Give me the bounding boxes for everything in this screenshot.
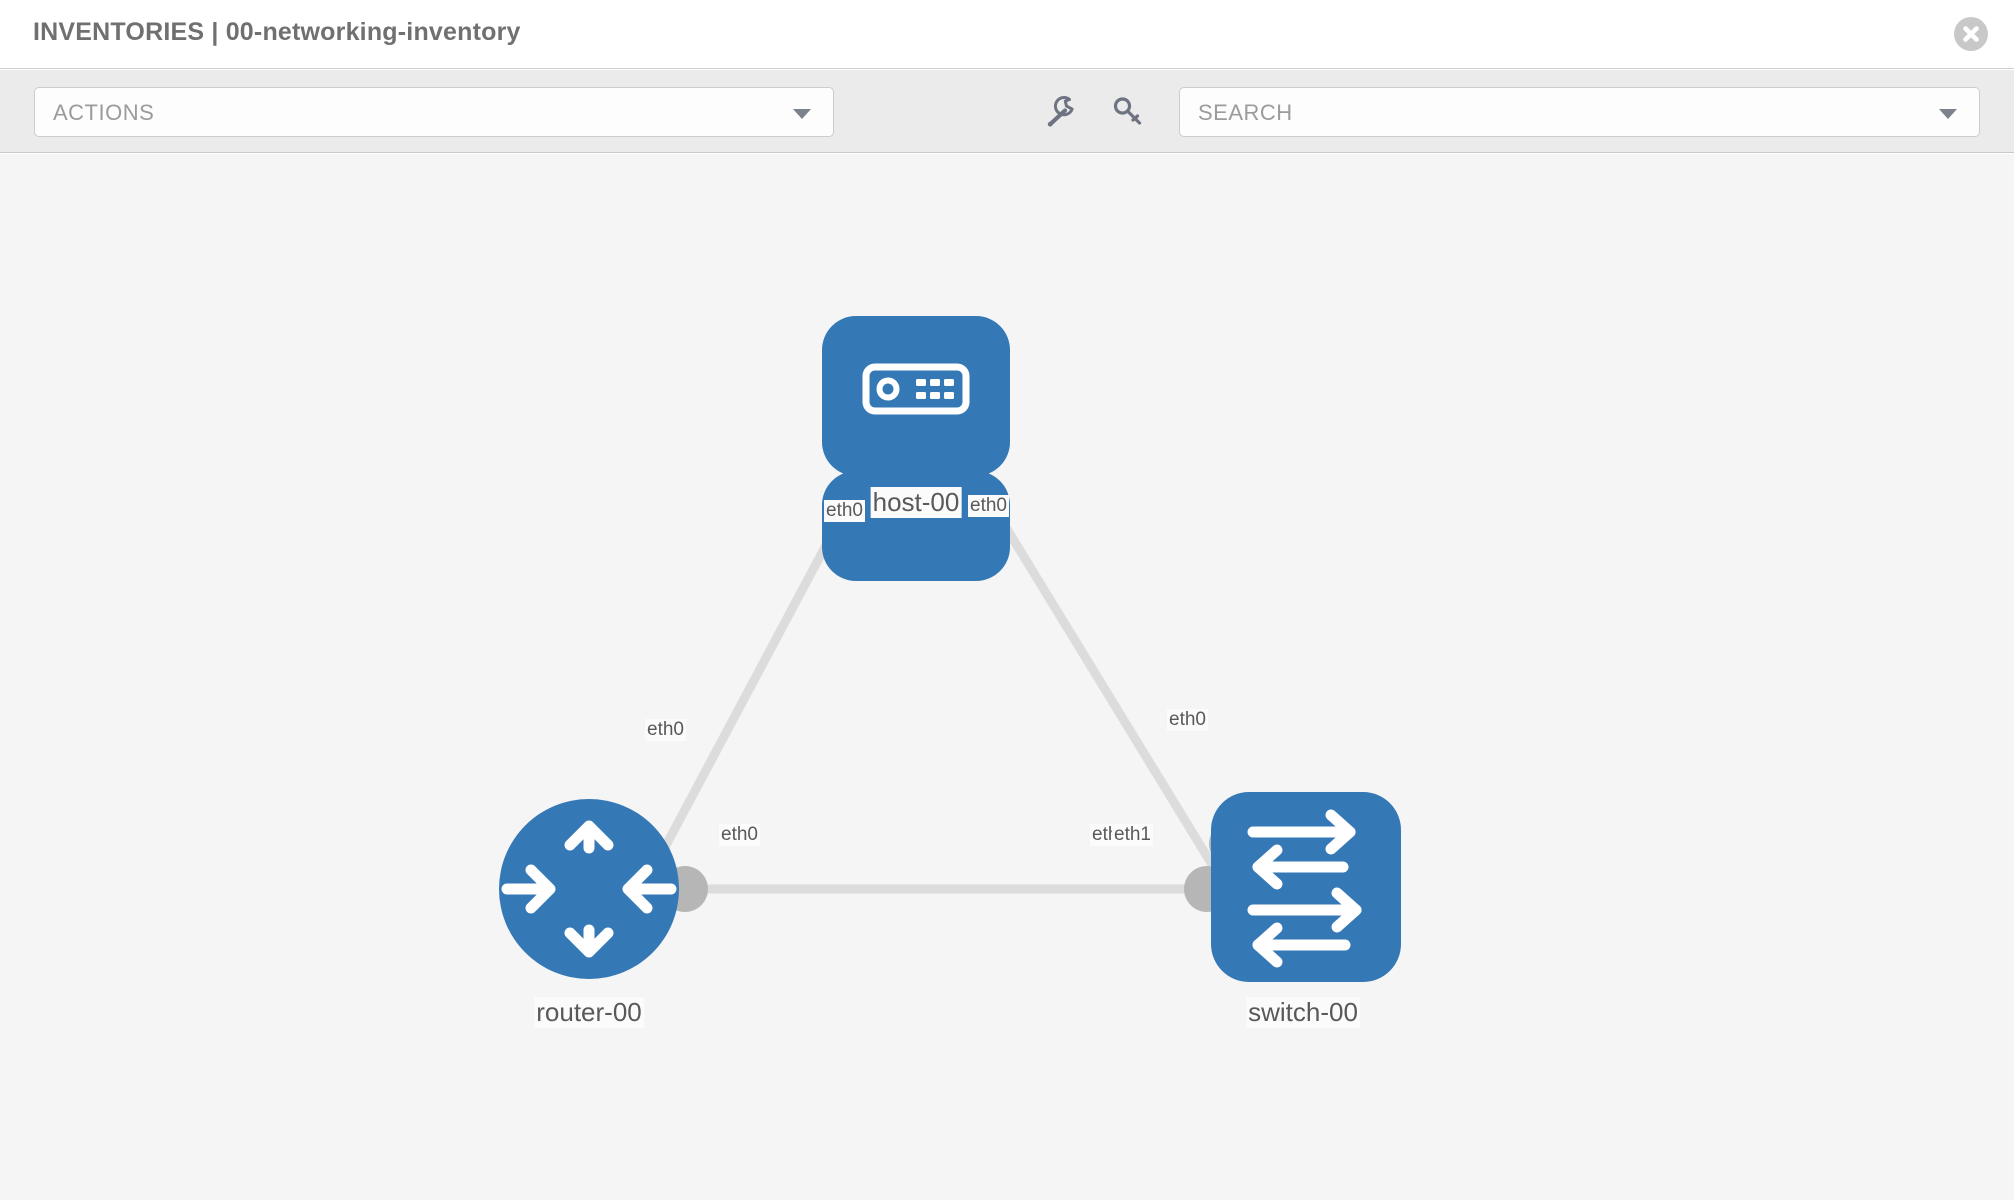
topology-graph: [499, 316, 1401, 982]
chevron-down-icon[interactable]: [1939, 109, 1957, 119]
server-icon: [862, 363, 970, 415]
search-input[interactable]: SEARCH: [1179, 87, 1980, 137]
toolbar: ACTIONS SEARCH: [0, 70, 2014, 153]
topology-node-switch-00[interactable]: [1211, 792, 1401, 982]
close-icon[interactable]: [1954, 17, 1988, 51]
router-icon: [501, 820, 677, 958]
topology-node-host-00-body[interactable]: [822, 316, 1010, 476]
page-title: INVENTORIES | 00-networking-inventory: [33, 18, 521, 46]
iface-label-switch00-uplink[interactable]: eth0: [1167, 709, 1208, 731]
iface-label-switch00-eth1[interactable]: eth1: [1112, 824, 1153, 846]
iface-label-router00-uplink[interactable]: eth0: [645, 719, 686, 741]
switch-icon: [1247, 809, 1362, 968]
node-label-switch-00[interactable]: switch-00: [1246, 997, 1360, 1028]
iface-label-router00-eth0[interactable]: eth0: [719, 824, 760, 846]
key-icon[interactable]: [1108, 92, 1148, 132]
node-label-router-00[interactable]: router-00: [534, 997, 644, 1028]
wrench-icon[interactable]: [1040, 92, 1080, 132]
topology-node-router-00[interactable]: [499, 799, 679, 979]
chevron-down-icon: [793, 109, 811, 119]
topology-canvas[interactable]: host-00 router-00 switch-00 eth0 eth0 et…: [0, 154, 2014, 1200]
actions-dropdown[interactable]: ACTIONS: [34, 87, 834, 137]
window-titlebar: INVENTORIES | 00-networking-inventory: [0, 0, 2014, 69]
topology-node-host-00[interactable]: [822, 471, 1010, 581]
actions-dropdown-label: ACTIONS: [53, 100, 155, 125]
iface-label-host00-left[interactable]: eth0: [824, 500, 865, 522]
iface-label-host00-right[interactable]: eth0: [968, 495, 1009, 517]
node-label-host-00[interactable]: host-00: [870, 487, 962, 518]
search-placeholder: SEARCH: [1198, 100, 1293, 125]
